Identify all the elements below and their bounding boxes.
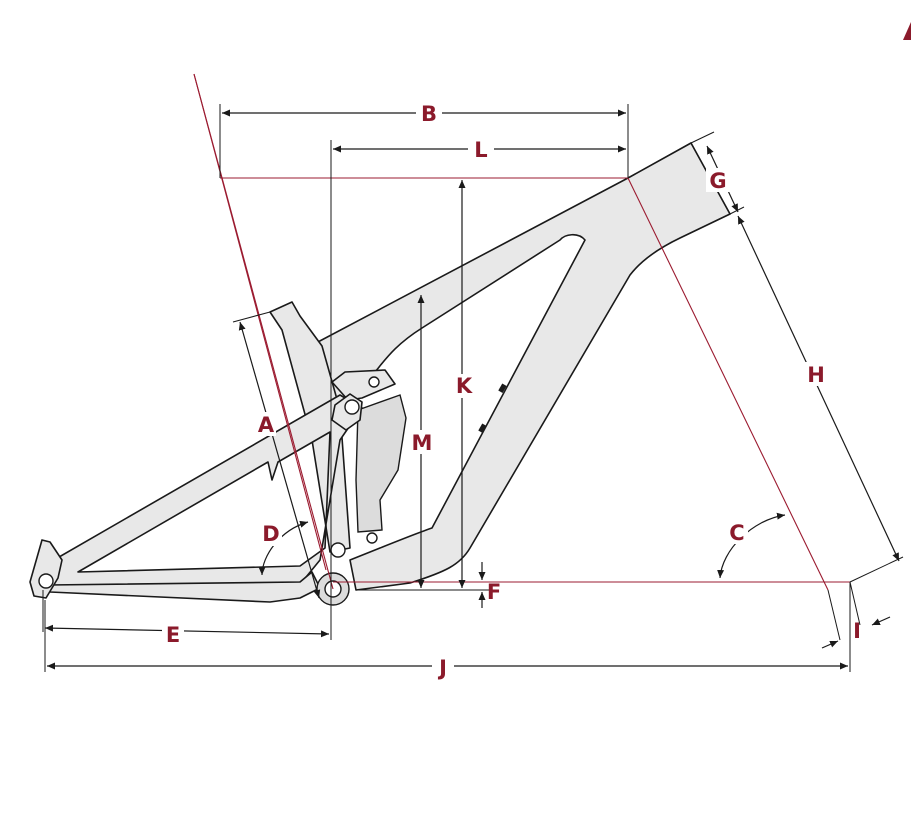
label-b: B	[421, 102, 437, 126]
shock-pivot	[368, 376, 380, 388]
dim-h-ext-bottom	[849, 556, 904, 583]
dim-e-line	[44, 624, 330, 638]
rear-shock	[355, 394, 407, 533]
dim-a-ext	[232, 311, 271, 323]
label-a: A	[258, 413, 275, 437]
label-m: M	[412, 431, 433, 455]
seat-angle-line-b	[193, 73, 327, 571]
label-backgrounds	[162, 102, 828, 679]
rear-triangle	[39, 394, 363, 597]
upper-pivot	[344, 399, 360, 415]
dim-i-arrow-right	[871, 616, 891, 626]
dim-h-line	[737, 215, 900, 562]
dim-g-ext-top	[690, 131, 715, 144]
front-triangle	[315, 142, 731, 591]
label-d: D	[262, 522, 279, 546]
shock-lower-pivot	[366, 532, 378, 544]
label-f: F	[487, 580, 501, 604]
label-i: I	[853, 619, 861, 643]
label-g: G	[709, 169, 726, 193]
corner-mark-shape	[903, 22, 911, 40]
cable-port	[498, 383, 507, 393]
dim-i-ext-b	[849, 581, 861, 626]
dim-i-ext-a	[827, 589, 841, 641]
rear-axle	[38, 573, 54, 589]
label-h: H	[807, 363, 825, 387]
label-j: J	[437, 656, 447, 680]
label-l: L	[474, 138, 487, 162]
rear-dropout	[29, 539, 63, 599]
cable-port	[478, 423, 487, 433]
label-k: K	[456, 374, 473, 398]
bike-frame	[29, 142, 731, 606]
dim-i-arrow-left	[821, 640, 839, 649]
label-c: C	[729, 521, 744, 545]
label-e: E	[166, 623, 180, 647]
dimension-labels: B L G H K M A D C F I E J	[166, 102, 861, 680]
lower-pivot	[330, 542, 346, 558]
